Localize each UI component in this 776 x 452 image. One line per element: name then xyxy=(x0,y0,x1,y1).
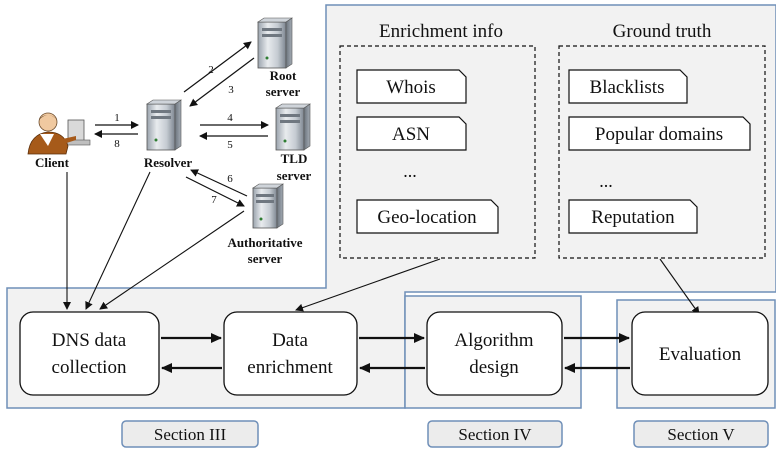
authoritative-server-icon xyxy=(252,183,284,229)
section3-label: Section III xyxy=(154,425,227,444)
data-enrichment-box xyxy=(223,311,358,396)
enrichment-to-data-enrichment-line xyxy=(295,258,441,312)
evaluation-label: Evaluation xyxy=(659,344,742,365)
ground-truth-item-reputation: Reputation xyxy=(568,199,698,234)
step-4-label: 4 xyxy=(227,112,233,124)
step-2-label: 2 xyxy=(208,64,214,76)
algorithm-design-label-2: design xyxy=(469,357,519,378)
svg-text:Geo-location: Geo-location xyxy=(377,207,477,228)
ground-truth-title: Ground truth xyxy=(613,21,712,42)
section3-tab xyxy=(121,420,259,448)
svg-text:Reputation: Reputation xyxy=(591,207,675,228)
client-person-icon xyxy=(27,112,91,155)
dns-collection-label-1: DNS data xyxy=(52,330,127,351)
tld-label-2: server xyxy=(277,168,312,183)
section4-label: Section IV xyxy=(458,425,532,444)
svg-text:Whois: Whois xyxy=(386,77,436,98)
authoritative-to-collection-line xyxy=(99,210,245,310)
enrichment-item-geolocation: Geo-location xyxy=(356,199,499,234)
enrichment-ellipsis: ... xyxy=(403,161,417,181)
dns-collection-box xyxy=(19,311,160,396)
step-7-label: 7 xyxy=(211,194,217,206)
enrichment-item-asn: ASN xyxy=(356,116,467,151)
data-enrichment-label-1: Data xyxy=(272,330,308,351)
root-label-1: Root xyxy=(270,68,297,83)
step-8-label: 8 xyxy=(114,138,120,150)
ground-truth-item-popular-domains: Popular domains xyxy=(568,116,751,151)
section4-tab xyxy=(427,420,563,448)
section5-label: Section V xyxy=(667,425,735,444)
root-label-2: server xyxy=(266,84,301,99)
algorithm-design-label-1: Algorithm xyxy=(454,330,533,351)
svg-text:ASN: ASN xyxy=(392,124,430,145)
tld-label-1: TLD xyxy=(281,151,308,166)
client-label: Client xyxy=(35,155,70,170)
section5-tab xyxy=(633,420,769,448)
enrichment-item-whois: Whois xyxy=(356,69,467,104)
resolver-server-icon xyxy=(146,99,182,151)
step-1-label: 1 xyxy=(114,112,120,124)
arrow-step-7 xyxy=(185,176,245,207)
arrow-step-3 xyxy=(189,57,255,107)
ground-truth-to-evaluation-line xyxy=(659,258,700,315)
svg-text:Blacklists: Blacklists xyxy=(590,77,665,98)
algorithm-design-box xyxy=(426,311,563,396)
enrichment-title: Enrichment info xyxy=(379,21,503,42)
step-5-label: 5 xyxy=(227,139,233,151)
ground-truth-ellipsis: ... xyxy=(599,171,613,191)
tld-server-icon xyxy=(275,103,311,151)
resolver-to-collection-line xyxy=(85,171,151,310)
ground-truth-item-blacklists: Blacklists xyxy=(568,69,688,104)
resolver-label: Resolver xyxy=(144,155,193,170)
step-3-label: 3 xyxy=(228,84,234,96)
dns-collection-label-2: collection xyxy=(52,357,127,378)
enrichment-box xyxy=(339,45,536,259)
authoritative-label-1: Authoritative xyxy=(227,235,302,250)
root-server-icon xyxy=(257,17,293,69)
step-6-label: 6 xyxy=(227,173,233,185)
data-enrichment-label-2: enrichment xyxy=(247,357,333,378)
evaluation-box xyxy=(631,311,769,396)
authoritative-label-2: server xyxy=(248,251,283,266)
ground-truth-box xyxy=(558,45,766,259)
svg-text:Popular domains: Popular domains xyxy=(595,124,723,145)
arrow-step-6 xyxy=(190,169,248,197)
arrow-step-2 xyxy=(183,41,252,93)
